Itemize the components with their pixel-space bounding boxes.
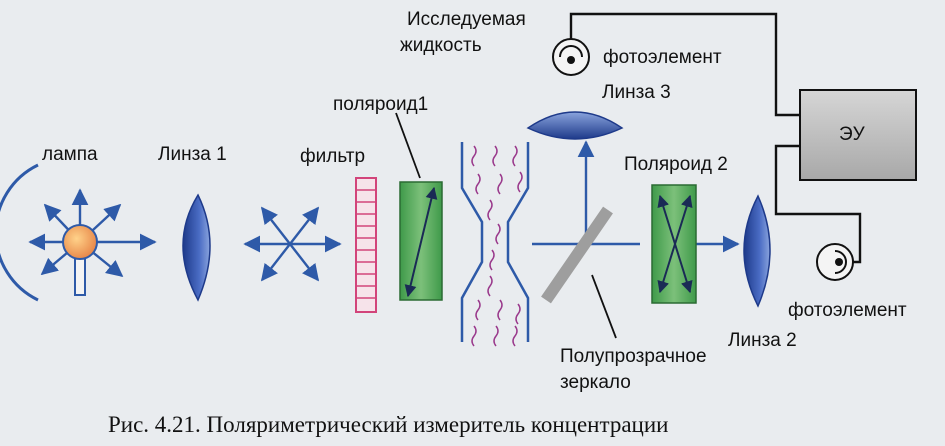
- label-photocell-bottom: фотоэлемент: [788, 300, 907, 321]
- figure-caption: Рис. 4.21. Поляриметрический измеритель …: [108, 412, 668, 437]
- wire-top-photocell: [569, 12, 800, 117]
- liquid-vessel: [460, 142, 530, 347]
- label-lens-3: Линза 3: [602, 82, 671, 103]
- label-polaroid-1: поляроид1: [333, 94, 428, 115]
- polaroid-1-axis-arrow: [404, 186, 438, 298]
- polaroid-1-leader: [395, 112, 421, 179]
- lamp-reflector: [0, 163, 39, 302]
- polaroid-2-axis-arrow-b: [657, 194, 693, 294]
- liquid-waves: [471, 145, 523, 347]
- lens-2: [743, 194, 771, 308]
- lens-3: [526, 111, 624, 140]
- lamp-bulb: [62, 224, 98, 260]
- label-mirror-line1: Полупрозрачное: [560, 346, 707, 367]
- label-liquid-line2: жидкость: [400, 35, 482, 56]
- label-lamp: лампа: [42, 144, 98, 165]
- unpolarized-light-arrows: [243, 206, 342, 282]
- label-liquid-line1: Исследуемая: [407, 9, 526, 30]
- lens-1: [182, 193, 211, 302]
- mirror-leader: [591, 274, 617, 339]
- label-polaroid-2: Поляроид 2: [624, 154, 728, 175]
- filter: [355, 177, 377, 313]
- label-mirror-line2: зеркало: [560, 372, 631, 393]
- semi-transparent-mirror: [541, 206, 613, 304]
- photocell-top: [552, 38, 590, 76]
- wires: [569, 12, 862, 264]
- wire-bottom-photocell: [774, 144, 862, 264]
- label-filter: фильтр: [300, 146, 365, 167]
- label-eu: ЭУ: [839, 124, 866, 145]
- label-photocell-top: фотоэлемент: [603, 47, 722, 68]
- label-lens-2: Линза 2: [728, 330, 797, 351]
- electronic-unit: [799, 89, 917, 181]
- lamp: [0, 163, 157, 302]
- photocell-bottom: [816, 243, 854, 281]
- lamp-rays: [28, 188, 157, 278]
- label-lens-1: Линза 1: [158, 144, 227, 165]
